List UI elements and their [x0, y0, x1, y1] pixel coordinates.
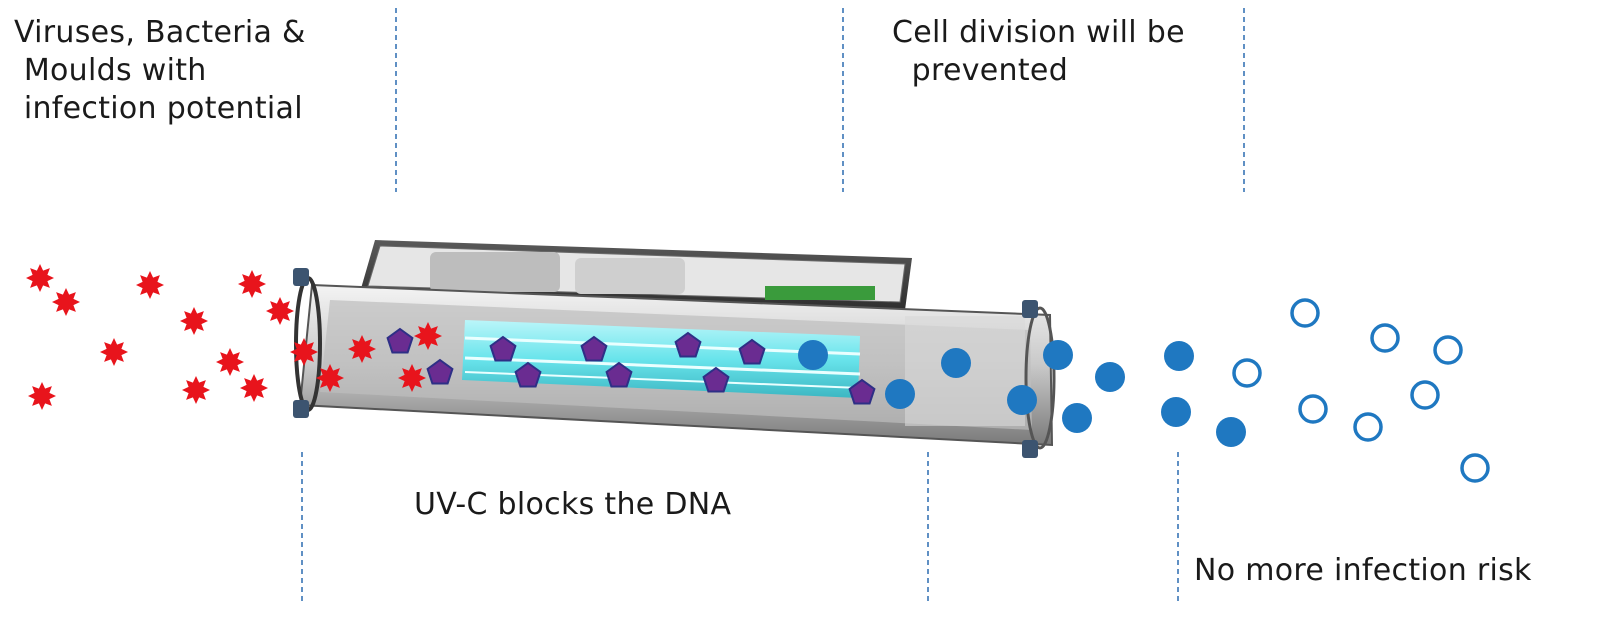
label-pathogens: Viruses, Bacteria & Moulds with infectio… — [14, 15, 306, 126]
pathogen-star-icon — [266, 297, 294, 325]
pathogen-star-icon — [348, 335, 376, 363]
harmless-ring-icon — [1460, 453, 1490, 483]
harmless-ring-icon — [1433, 335, 1463, 365]
pathogen-star-icon — [136, 271, 164, 299]
pathogen-star-icon — [216, 348, 244, 376]
circuit-board — [765, 286, 875, 300]
pathogen-star-icon — [52, 288, 80, 316]
harmless-ring-icon — [1370, 323, 1400, 353]
inactive-dot-icon — [1062, 403, 1092, 433]
inactive-dot-icon — [1095, 362, 1125, 392]
inactive-dot-icon — [1007, 385, 1037, 415]
blocked-pentagon-icon — [702, 366, 730, 393]
pathogen-star-icon — [240, 374, 268, 402]
harmless-ring-icon — [1290, 298, 1320, 328]
label-no-risk: No more infection risk — [1194, 553, 1532, 588]
blocked-pentagon-icon — [848, 378, 876, 405]
blocked-pentagon-icon — [674, 331, 702, 358]
pathogen-star-icon — [398, 364, 426, 392]
pathogen-star-icon — [290, 338, 318, 366]
label-uvc-blocks: UV-C blocks the DNA — [414, 487, 732, 522]
uv-lamps — [462, 320, 861, 398]
inactive-dot-icon — [941, 348, 971, 378]
divider-lines — [301, 8, 1245, 604]
inactive-dot-icon — [1164, 341, 1194, 371]
device-end-ring — [1024, 306, 1056, 450]
pathogen-star-icon — [182, 376, 210, 404]
uvc-device — [293, 240, 1056, 458]
harmless-ring-icon — [1353, 412, 1383, 442]
pathogen-star-icon — [238, 270, 266, 298]
pathogen-star-icon — [316, 364, 344, 392]
blocked-pentagon-icon — [605, 361, 633, 388]
blocked-pentagon-icon — [386, 327, 414, 354]
pathogen-star-icon — [26, 264, 54, 292]
inactive-dot-icon — [885, 379, 915, 409]
harmless-ring-icon — [1298, 394, 1328, 424]
inactive-dot-icon — [1161, 397, 1191, 427]
pathogen-star-icon — [100, 338, 128, 366]
harmless-ring-icon — [1410, 380, 1440, 410]
inactive-dot-icon — [1043, 340, 1073, 370]
pathogen-star-icon — [28, 382, 56, 410]
pathogen-star-icon — [180, 307, 208, 335]
inactive-dot-icon — [1216, 417, 1246, 447]
particles — [26, 264, 1490, 483]
label-cell-division: Cell division will be prevented — [892, 15, 1185, 88]
blocked-pentagon-icon — [738, 338, 766, 365]
blocked-pentagon-icon — [514, 361, 542, 388]
pathogen-star-icon — [414, 322, 442, 350]
inactive-dot-icon — [798, 340, 828, 370]
blocked-pentagon-icon — [580, 335, 608, 362]
harmless-ring-icon — [1232, 358, 1262, 388]
blocked-pentagon-icon — [489, 335, 517, 362]
blocked-pentagon-icon — [426, 358, 454, 385]
